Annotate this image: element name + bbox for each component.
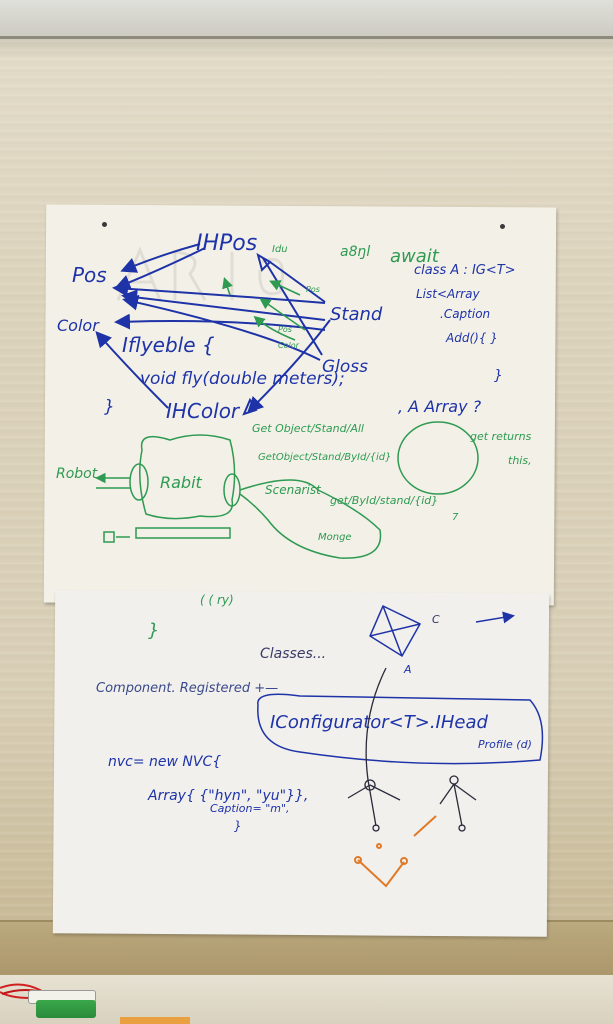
marker-tray [0, 975, 613, 1024]
this-label: this, [508, 454, 532, 467]
class-line: class A : IG<T> [414, 263, 516, 278]
await-label: await [390, 246, 440, 267]
bottom-brace: } [148, 620, 159, 641]
monge-label: Monge [318, 532, 352, 543]
right-brace: } [494, 368, 503, 384]
bottom-blue-diagram [257, 604, 544, 765]
bottom-close-brace: } [234, 819, 242, 833]
pin-icon [102, 222, 107, 227]
rabit-label: Rabit [160, 473, 203, 492]
small-note-a: Pos [306, 285, 320, 294]
green-arrows [222, 276, 306, 341]
green-marker-icon[interactable] [36, 1000, 96, 1018]
small-note-b: Pos [278, 325, 292, 334]
caption-line: .Caption [440, 307, 490, 321]
caption-line-bottom: Caption= "m", [210, 802, 290, 815]
bottom-dark-diagram [347, 667, 477, 832]
array-line: List<Array [416, 287, 480, 301]
close-brace-label: } [104, 397, 115, 417]
orange-marker-icon[interactable] [120, 1017, 190, 1024]
stand-label: Stand [330, 304, 383, 325]
ihpos-side-note: Idu [272, 244, 288, 255]
ceiling [0, 0, 613, 39]
letter-c: C [432, 613, 440, 626]
get-returns-label: get returns [470, 430, 532, 443]
classes-label: Classes... [260, 646, 326, 662]
letter-a: A [403, 663, 412, 676]
get-all-label: Get Object/Stand/All [252, 422, 364, 435]
small-note-c: Color [278, 341, 300, 350]
add-line: Add(){ } [445, 331, 498, 345]
blue-arrows [95, 243, 331, 416]
get-id-stand-label: get/ById/stand/{id} [330, 494, 438, 507]
ihpos-label: IHPos [196, 231, 257, 256]
profile-label: Profile (d) [478, 738, 532, 751]
orange-diagram [354, 815, 437, 888]
get-by-id-label: GetObject/Stand/ById/{id} [258, 452, 392, 463]
void-fly-label: void fly(double meters); [140, 369, 345, 389]
green-diagram [95, 421, 479, 559]
component-label: Component. Registered +— [96, 681, 278, 696]
a-array-label: , A Array ? [398, 397, 482, 416]
array-label: Array{ {"hyn", "yu"}}, [147, 788, 308, 804]
iconfig-label: IConfigurator<T>.IHead [270, 712, 488, 733]
num7-label: 7 [452, 512, 459, 523]
color-label: Color [57, 316, 100, 335]
bottom-top-fragment: ( ( ry) [200, 593, 234, 607]
scenarist-label: Scenarist [265, 483, 322, 497]
iflyeble-label: Iflyeble { [122, 333, 215, 357]
ihcolor-label: IHColor [166, 399, 241, 423]
gloss-label: Gloss [322, 357, 368, 377]
nvc-label: nvc= new NVC{ [108, 754, 221, 770]
pos-label: Pos [72, 263, 107, 287]
top-scribble: a8ŋl [340, 244, 370, 260]
robot-label: Robot [56, 466, 98, 482]
pin-icon [500, 224, 505, 229]
